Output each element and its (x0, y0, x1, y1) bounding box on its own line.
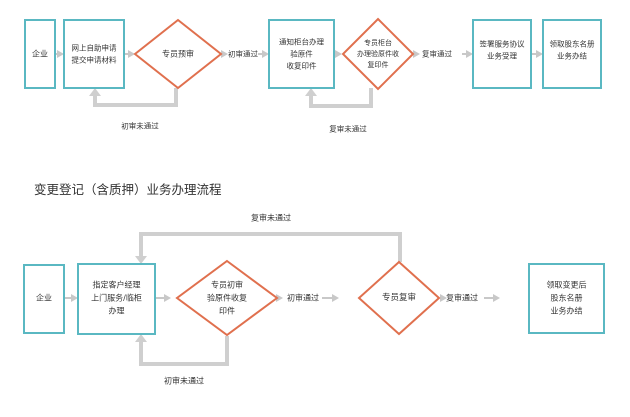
flow2-node-initial-review (175, 259, 279, 337)
flow1-node-notify-counter-label-line-2: 验原件 (290, 49, 313, 59)
flow2-node-assign-manager-label-line-3: 办理 (109, 306, 125, 316)
flow2-node-final-review-label-line-1: 专员复审 (382, 292, 416, 303)
flow2-arrow-1-head (71, 294, 78, 302)
flow1-arrow-2-head (128, 50, 135, 58)
loop-review-fail-1-head (305, 88, 317, 96)
flow1-node-online-apply-label-line-1: 网上自助申请 (72, 43, 117, 53)
flow1-node-counter-verify-label-line-3: 复印件 (368, 60, 389, 69)
flow1-arrow-5b-head (466, 50, 473, 58)
flow1-node-online-apply (63, 19, 125, 89)
flow2-arrow-2-head (164, 294, 171, 302)
label-layer: 企业网上自助申请提交申请材料专员预审通知柜台办理验原件收复印件专员柜台办理验原件… (32, 37, 595, 386)
flow2-node-final-review (357, 260, 441, 336)
flow1-arrow-3a-head (221, 50, 228, 58)
section-title-change-registration: 变更登记（含质押）业务办理流程 (34, 182, 222, 197)
loop-initial-fail-1-head (89, 88, 101, 96)
flow1-node-notify-counter-label-line-1: 通知柜台办理 (279, 37, 324, 47)
flow2-arrow-4b-head (493, 294, 500, 302)
flow2-node-initial-review-label-line-3: 印件 (219, 306, 235, 316)
flow1-node-counter-verify-label-line-2: 办理验原件收 (357, 49, 399, 58)
flow1-arrow-4-head (335, 50, 342, 58)
flow2-node-assign-manager-label-line-1: 指定客户经理 (93, 280, 141, 290)
flow1-arrow-6-head (536, 50, 543, 58)
flow1-node-sign-agreement-label-line-1: 签署服务协议 (480, 39, 525, 49)
flow2-loop-label-review-fail: 复审未通过 (251, 213, 291, 223)
loop-review-fail-1 (309, 88, 373, 108)
node-layer (23, 17, 605, 337)
flow2-node-enterprise (23, 264, 65, 334)
flow2-node-assign-manager (77, 263, 156, 335)
loop-review-fail-2-head (135, 256, 147, 264)
flow1-loop-label-initial-fail: 初审未通过 (121, 121, 159, 131)
flow2-edge-label-review-pass: 复审通过 (446, 293, 478, 303)
flow2-node-initial-review-label-line-2: 验原件收复 (207, 293, 247, 303)
loop-initial-fail-1 (93, 88, 178, 107)
flow2-arrow-3b-head (332, 294, 339, 302)
flow1-node-receive-register-label-line-1: 领取股东名册 (550, 39, 595, 49)
loop-initial-fail-2 (139, 336, 229, 366)
flow1-node-pre-review-label-line-1: 专员预审 (162, 49, 194, 59)
flow2-node-receive-updated-register-label-line-2: 股东名册 (551, 293, 583, 303)
flow1-loop-label-review-fail: 复审未通过 (329, 124, 367, 134)
flow2-node-receive-updated-register (528, 263, 605, 334)
flow1-node-online-apply-label-line-2: 提交申请材料 (72, 55, 117, 65)
flow1-arrow-3b-head (262, 50, 269, 58)
flow1-node-counter-verify (341, 17, 415, 91)
flow2-arrow-4a-head (440, 294, 447, 302)
flow2-node-receive-updated-register-label-line-3: 业务办结 (551, 306, 583, 316)
flow1-node-counter-verify-label-line-1: 专员柜台 (364, 38, 392, 47)
flow2-node-assign-manager-label-line-2: 上门服务/临柜 (91, 293, 142, 303)
loop-review-fail-2 (139, 232, 402, 262)
flow1-edge-label-initial-pass: 初审通过 (228, 49, 258, 59)
flow1-node-receive-register-label-line-2: 业务办结 (557, 51, 587, 61)
flow2-arrow-3a-head (276, 294, 283, 302)
flow1-edge-label-review-pass: 复审通过 (422, 49, 452, 59)
flow1-node-enterprise (24, 19, 56, 89)
flow1-node-pre-review (133, 18, 223, 90)
flow1-node-enterprise-label-line-1: 企业 (32, 49, 48, 59)
flow2-node-receive-updated-register-label-line-1: 领取变更后 (547, 280, 587, 290)
flow1-node-notify-counter-label-line-3: 收复印件 (287, 61, 317, 71)
flow2-edge-label-initial-pass: 初审通过 (287, 293, 319, 303)
flow1-arrow-1-head (57, 50, 64, 58)
flow2-loop-label-initial-fail: 初审未通过 (164, 376, 204, 386)
flow1-node-sign-agreement (472, 19, 532, 89)
flow1-arrow-5a-head (413, 50, 420, 58)
flow2-node-enterprise-label-line-1: 企业 (36, 293, 52, 303)
flow1-node-sign-agreement-label-line-2: 业务受理 (487, 51, 517, 61)
flow1-node-notify-counter (268, 19, 335, 89)
loop-initial-fail-2-head (135, 334, 147, 342)
flow1-node-receive-register (542, 19, 602, 89)
flow2-node-initial-review-label-line-1: 专员初审 (211, 280, 243, 290)
